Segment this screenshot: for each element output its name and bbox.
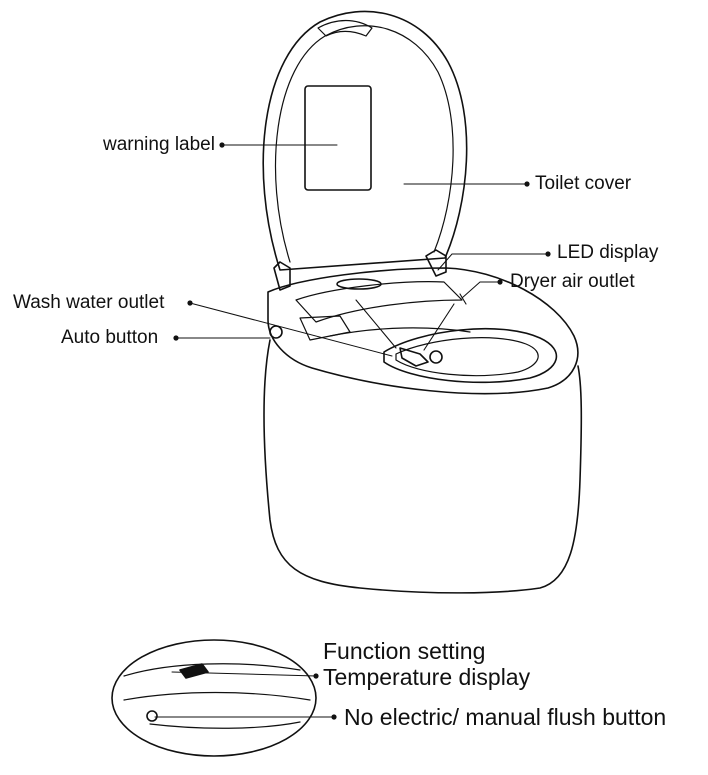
dryer-air-outlet-label: Dryer air outlet	[510, 271, 635, 292]
led-display-label: LED display	[557, 242, 659, 263]
wash-water-outlet-label: Wash water outlet	[13, 292, 165, 313]
auto-button	[269, 325, 283, 339]
detail-inset	[111, 639, 317, 757]
lid-hinges	[273, 249, 447, 291]
dryer-nozzle	[429, 350, 443, 364]
toilet-body	[263, 339, 583, 594]
auto-button-label: Auto button	[61, 327, 159, 348]
leader-dots	[173, 142, 551, 720]
led-display-window	[336, 278, 382, 290]
temperature-display-label: Temperature display	[323, 664, 531, 690]
function-setting-label: Function setting	[323, 638, 486, 664]
warning-label-sticker	[304, 85, 372, 191]
toilet-lid	[262, 10, 468, 271]
toilet-cover-label: Toilet cover	[535, 173, 632, 194]
leader-lines	[154, 144, 549, 718]
manual-flush-button-label: No electric/ manual flush button	[344, 704, 667, 730]
warning-label-text: warning label	[103, 134, 215, 155]
wash-nozzle	[399, 347, 429, 367]
manual-flush-button	[146, 710, 158, 722]
toilet-bowl	[355, 293, 558, 384]
function-setting-panel	[179, 663, 209, 679]
